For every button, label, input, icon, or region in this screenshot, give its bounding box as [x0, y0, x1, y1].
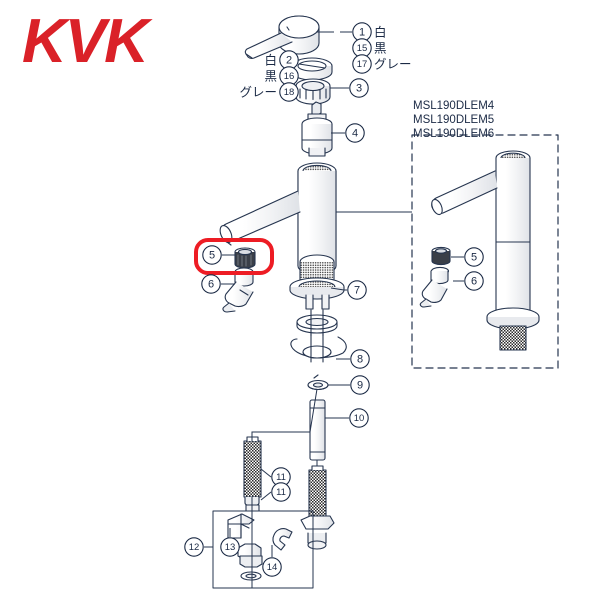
callout-circle [464, 247, 484, 267]
model-number: MSL190DLEM6 [413, 128, 494, 140]
callout-circle [201, 274, 221, 294]
part-aerator [234, 247, 256, 269]
part-nut-gasket [237, 543, 263, 581]
leader-11b [260, 491, 272, 501]
color-label: 黒 [374, 41, 387, 56]
callout-number: 11 [276, 487, 286, 498]
callout-number: 6 [471, 276, 477, 288]
callout-number: 10 [354, 413, 365, 424]
color-label: 白 [264, 53, 277, 68]
callout-9: 9 [350, 375, 370, 395]
leader-lines [204, 31, 464, 588]
callout-number: 4 [352, 128, 358, 140]
callout-circle [271, 482, 291, 502]
brand-wordmark: KVK [22, 7, 153, 76]
callout-number: 9 [357, 380, 363, 392]
part-cartridge [301, 101, 333, 157]
callout-circle [184, 537, 204, 557]
part-washer-stack [296, 309, 338, 337]
callout-7: 7 [347, 280, 367, 300]
callout-number: 13 [225, 542, 236, 553]
leader-hose-link [251, 388, 318, 441]
callout-11: 11 [271, 482, 291, 502]
callout-number: 12 [189, 542, 200, 553]
callout-circle [279, 82, 299, 102]
highlight-box-part-5 [194, 238, 274, 275]
callout-circle [202, 245, 222, 265]
callout-circle [220, 537, 240, 557]
part-lock-nut [295, 78, 331, 105]
callout-number: 18 [284, 87, 295, 98]
callout-3: 3 [349, 78, 369, 98]
part-bracket [227, 513, 255, 539]
callout-number: 7 [354, 285, 360, 297]
part-hose-left [243, 436, 262, 512]
callout-12: 12 [184, 537, 204, 557]
callout-circle [350, 375, 370, 395]
group-bracket-assembly [212, 510, 314, 589]
part-clip [272, 528, 293, 551]
leader-7 [330, 287, 347, 291]
callout-number: 16 [284, 71, 295, 82]
model-number: MSL190DLEM4 [413, 100, 495, 112]
kvk-logo: KVK [22, 7, 155, 76]
callout-6: 6 [201, 274, 221, 294]
callout-number: 5 [209, 250, 215, 262]
callout-number: 17 [357, 59, 368, 70]
color-label: グレー [374, 57, 412, 72]
callout-number: 11 [276, 472, 286, 483]
callout-5: 5 [202, 245, 222, 265]
callout-8: 8 [350, 349, 370, 369]
part-spout-body [219, 162, 337, 275]
part-hose-right [300, 465, 335, 550]
callout-5: 5 [464, 247, 484, 267]
callout-14: 14 [262, 557, 282, 577]
callout-number: 6 [208, 279, 214, 291]
part-mount-plate [290, 331, 347, 363]
callout-circle [262, 557, 282, 577]
callout-10: 10 [349, 408, 369, 428]
callout-17: 17 [352, 54, 372, 74]
callout-number: 15 [357, 43, 368, 54]
color-label: 黒 [264, 69, 277, 84]
callout-6: 6 [464, 271, 484, 291]
callout-15: 15 [352, 38, 372, 58]
model-number: MSL190DLEM5 [413, 114, 494, 126]
part-base-flange [289, 254, 345, 310]
callout-number: 5 [471, 252, 477, 264]
color-label: グレー [239, 85, 277, 100]
callout-circle [352, 54, 372, 74]
color-label: 白 [374, 25, 387, 40]
callout-number: 1 [359, 27, 365, 39]
callout-number: 2 [286, 55, 292, 67]
inset-tall-spout-variant [411, 134, 559, 369]
callout-18: 18 [279, 82, 299, 102]
callout-number: 3 [356, 83, 362, 95]
callout-circle [349, 78, 369, 98]
callout-number: 8 [357, 354, 363, 366]
part-handle-lever [244, 15, 320, 59]
callout-markers: 1 15 17 2 16 18 3 4 5 6 7 8 9 10 11 11 12 13 14 5 6 [184, 22, 484, 577]
part-lock-washer [307, 374, 329, 391]
part-stud-rod [309, 399, 326, 461]
leader-11a [260, 468, 272, 478]
callout-13: 13 [220, 537, 240, 557]
callout-circle [464, 271, 484, 291]
callout-circle [347, 280, 367, 300]
callout-circle [350, 349, 370, 369]
callout-number: 14 [267, 562, 278, 573]
callout-circle [345, 123, 365, 143]
callout-4: 4 [345, 123, 365, 143]
callout-circle [349, 408, 369, 428]
